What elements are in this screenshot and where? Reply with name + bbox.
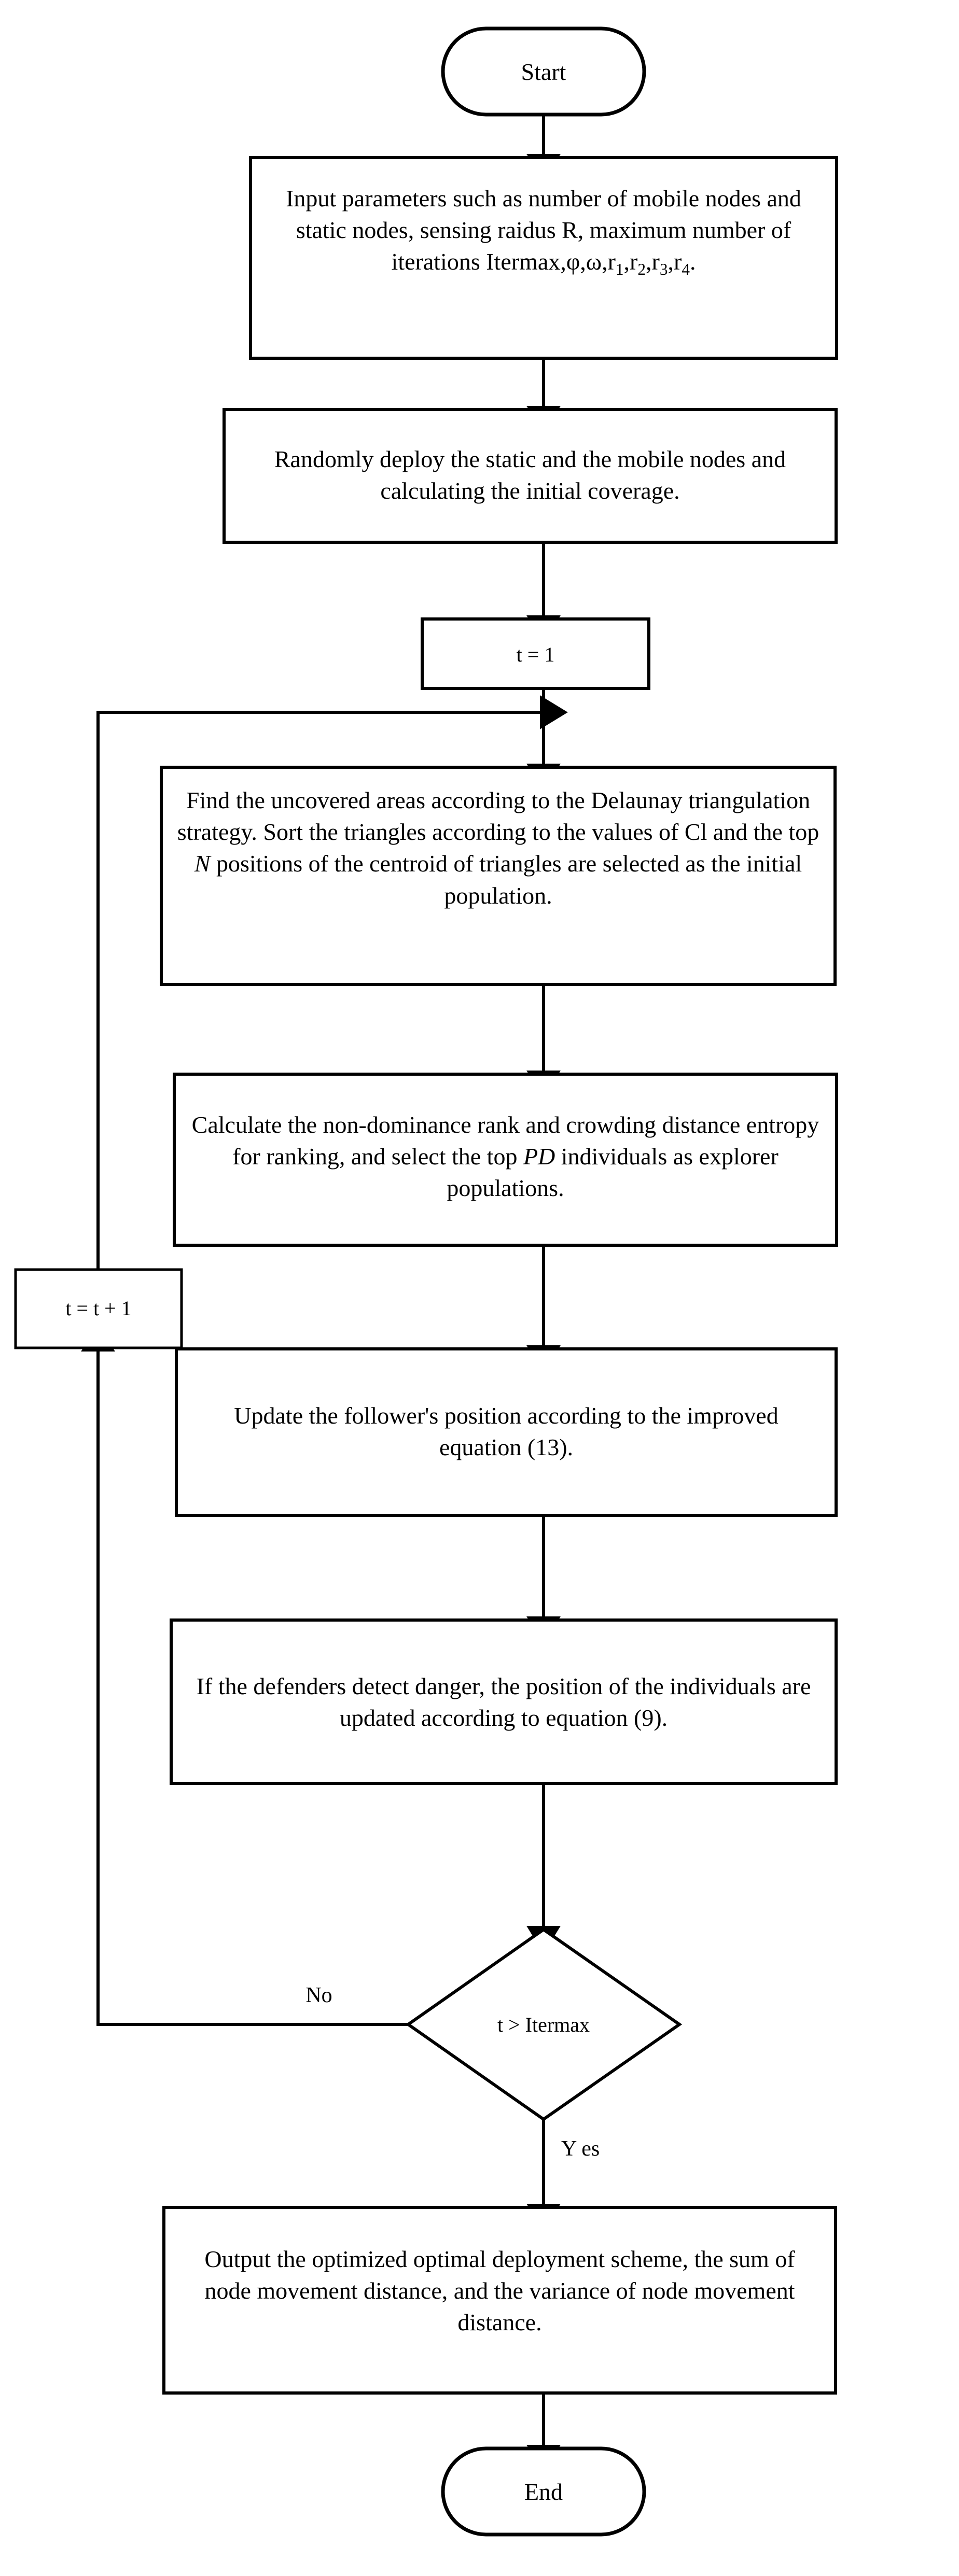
node-update-follower-shape bbox=[175, 1347, 838, 1517]
node-find-uncovered-shape bbox=[160, 766, 837, 986]
node-start-shape bbox=[441, 26, 646, 117]
node-t-increment-shape bbox=[14, 1268, 183, 1349]
node-input-params-shape bbox=[249, 156, 838, 360]
edge-loopback-to-find bbox=[96, 695, 568, 1270]
edge-decision-no-to-increment bbox=[81, 1324, 408, 2026]
node-defenders-shape bbox=[170, 1618, 838, 1785]
node-deploy-shape bbox=[223, 408, 838, 544]
node-end-shape bbox=[441, 2446, 646, 2537]
node-output-shape bbox=[162, 2206, 837, 2395]
node-calculate-rank-shape bbox=[173, 1073, 838, 1247]
node-t-init-shape bbox=[421, 617, 650, 690]
node-decision-shape bbox=[405, 1927, 683, 2121]
